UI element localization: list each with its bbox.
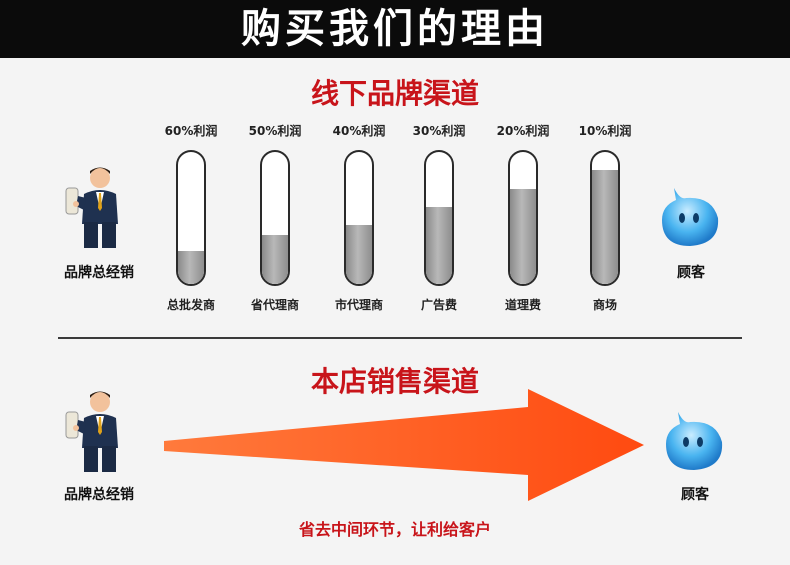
- cost-label: 省代理商: [250, 298, 299, 312]
- tube-fill: [346, 224, 372, 284]
- direct-arrow: [164, 389, 644, 501]
- profit-label: 30%利润: [412, 124, 466, 138]
- tube-column: 10%利润 商场: [560, 122, 650, 314]
- tube-column: 50%利润 省代理商: [230, 122, 320, 314]
- tube-column: 60%利润 总批发商: [146, 122, 236, 314]
- savings-note: 省去中间环节，让利给客户: [298, 520, 491, 539]
- tube-column: 30%利润 广告费: [394, 122, 484, 314]
- water-drop-icon: [666, 412, 723, 470]
- tube-fill: [178, 251, 204, 284]
- profit-tube: [344, 150, 374, 286]
- tube-column: 40%利润 市代理商: [314, 122, 404, 314]
- tube-fill: [592, 170, 618, 284]
- offline-channel-title: 线下品牌渠道: [310, 77, 479, 110]
- profit-label: 10%利润: [578, 124, 632, 138]
- page-banner: 购买我们的理由: [0, 0, 790, 58]
- businessman-icon: [65, 167, 118, 248]
- store-channel-title: 本店销售渠道: [310, 365, 479, 398]
- cost-label: 广告费: [420, 298, 457, 312]
- profit-label: 50%利润: [248, 124, 302, 138]
- tube-column: 20%利润 道理费: [478, 122, 568, 314]
- profit-tube: [590, 150, 620, 286]
- profit-tube: [424, 150, 454, 286]
- profit-tube: [260, 150, 290, 286]
- cost-label: 总批发商: [166, 298, 215, 312]
- profit-tube: [176, 150, 206, 286]
- tube-fill: [426, 207, 452, 284]
- profit-label: 20%利润: [496, 124, 550, 138]
- profit-tube: [508, 150, 538, 286]
- cost-label: 道理费: [504, 298, 541, 312]
- businessman-icon: [65, 391, 118, 472]
- distributor-label: 品牌总经销: [64, 265, 134, 281]
- cost-label: 商场: [592, 298, 617, 312]
- profit-label: 60%利润: [164, 124, 218, 138]
- water-drop-icon: [662, 188, 719, 246]
- cost-label: 市代理商: [334, 298, 383, 312]
- distributor-label: 品牌总经销: [64, 487, 134, 503]
- customer-label: 顾客: [681, 487, 709, 503]
- tube-fill: [262, 235, 288, 284]
- customer-label: 顾客: [677, 265, 705, 281]
- section-divider: [58, 337, 742, 339]
- profit-label: 40%利润: [332, 124, 386, 138]
- tube-fill: [510, 188, 536, 284]
